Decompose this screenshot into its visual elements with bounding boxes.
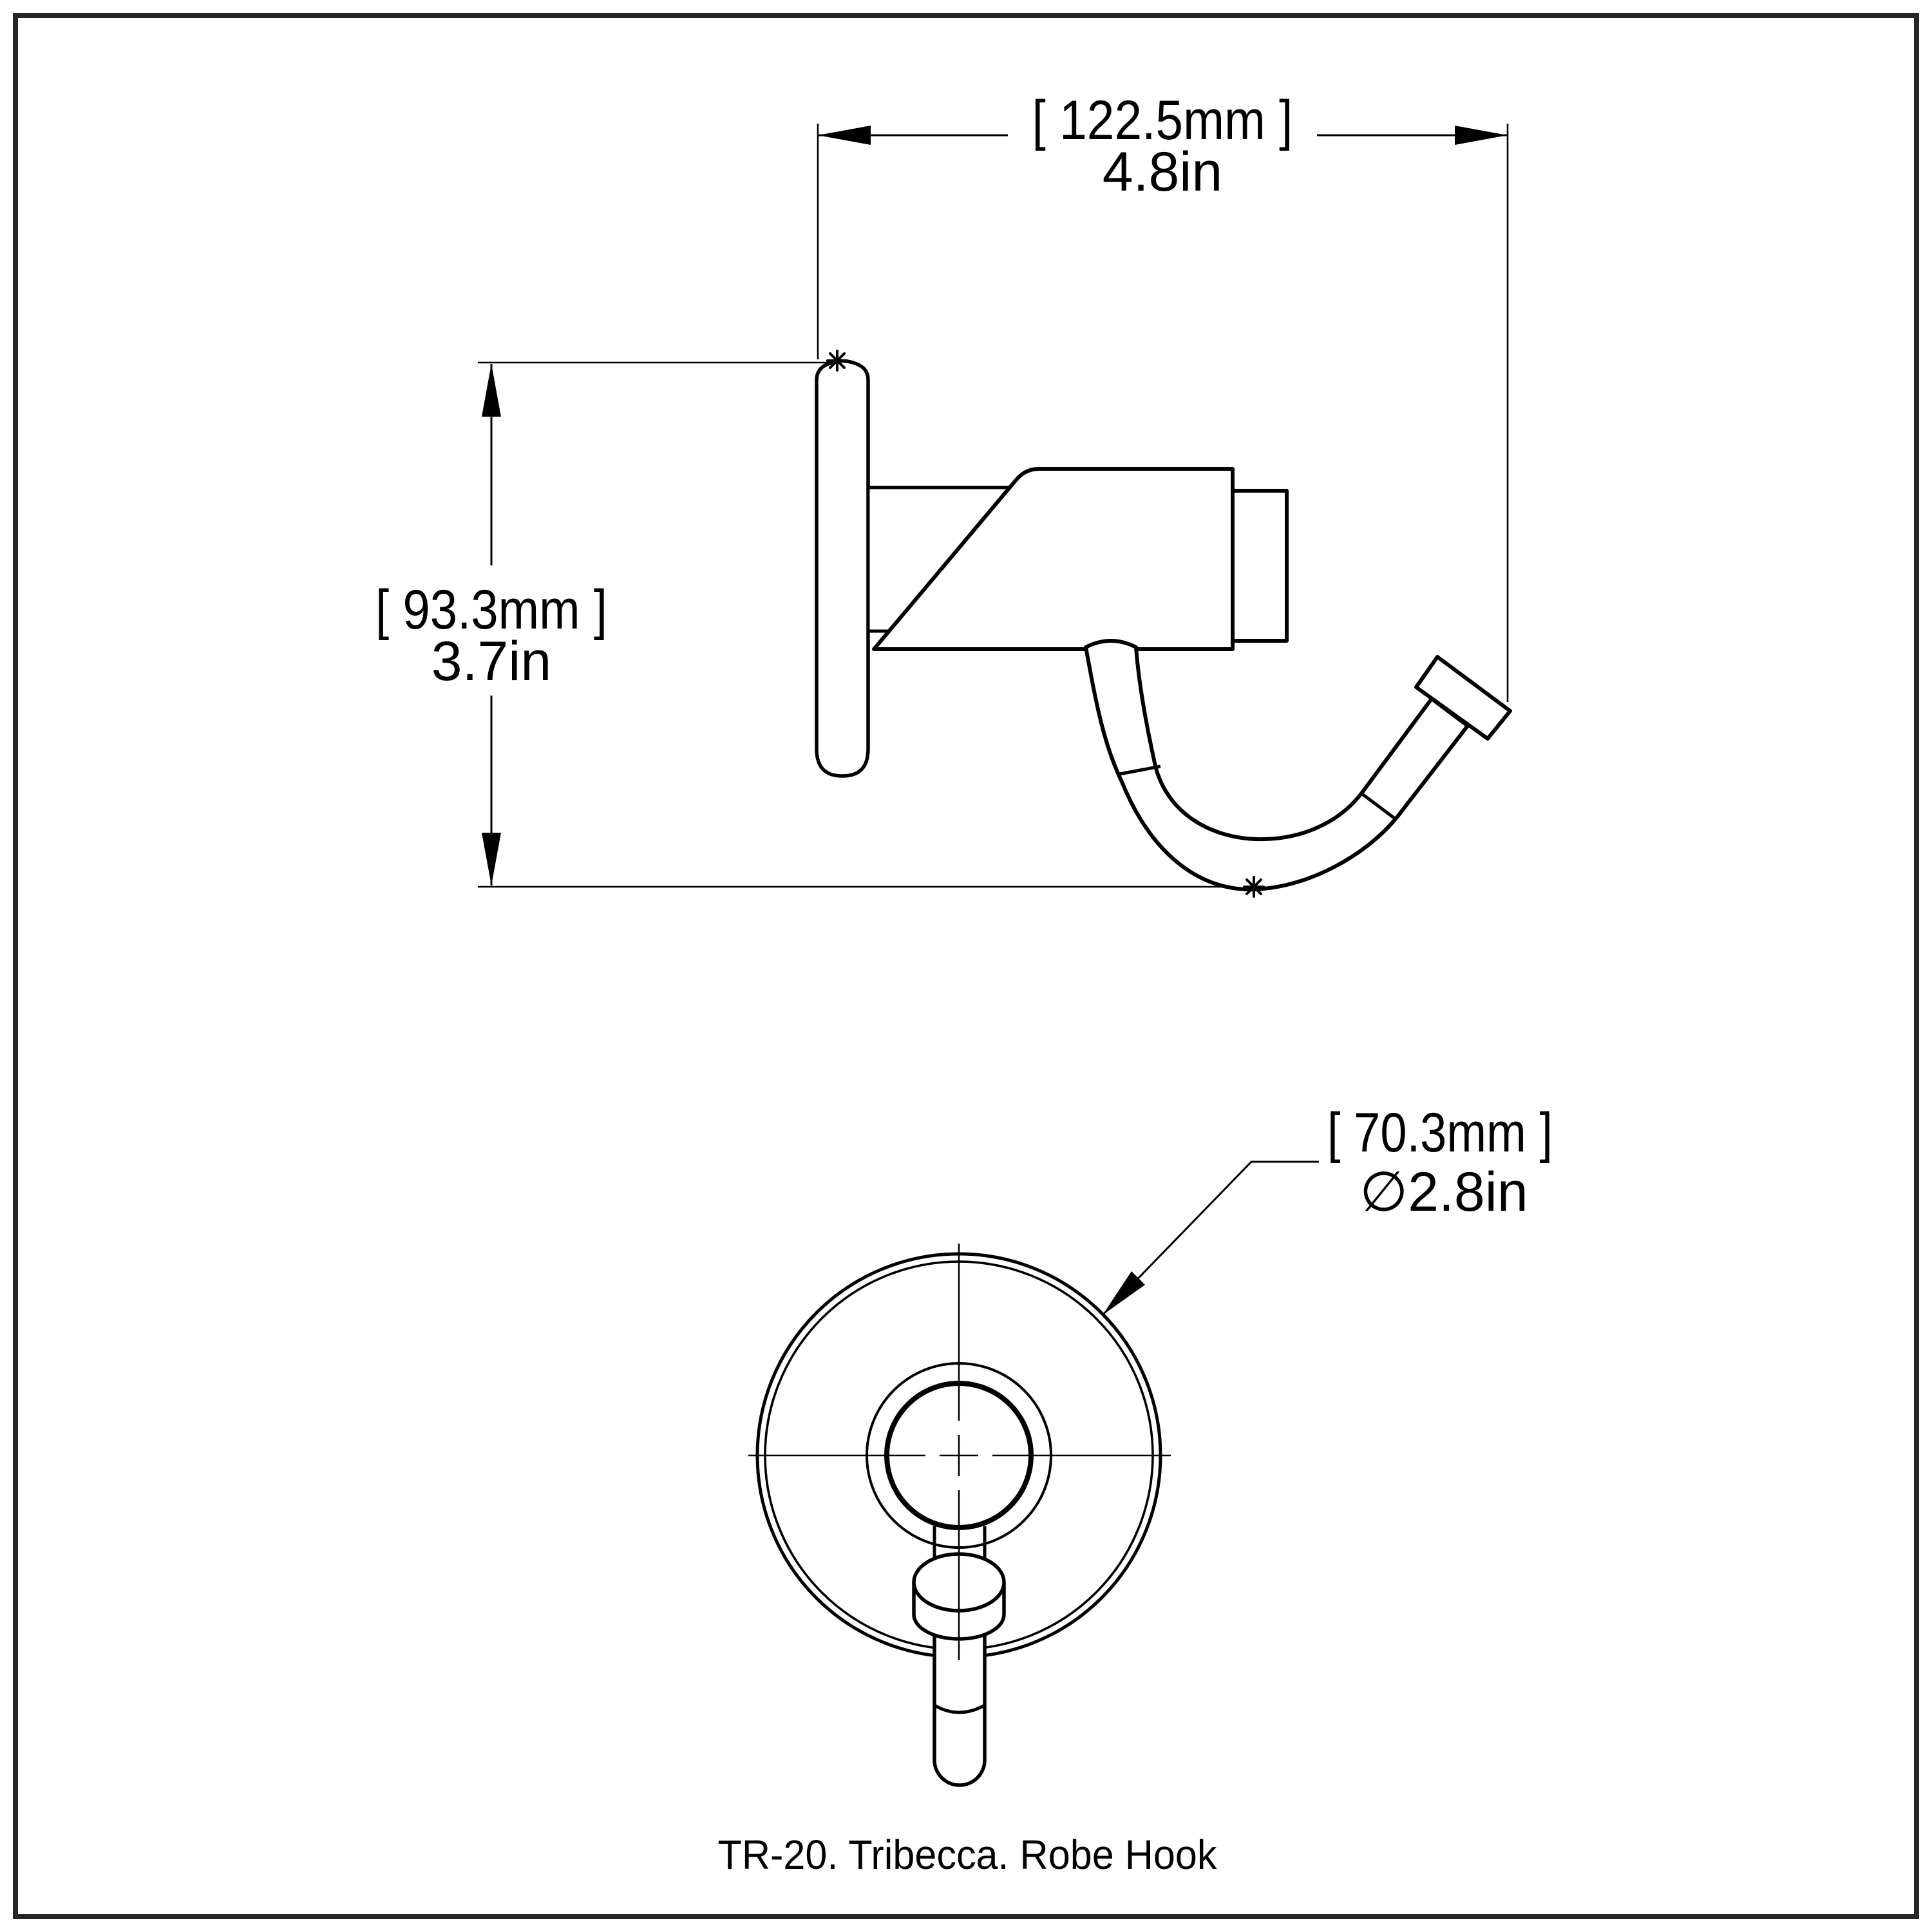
centerlines (748, 1244, 1171, 1660)
hook-joint-line-2 (1360, 792, 1396, 820)
diameter-leader-arrow-icon (1103, 1271, 1145, 1315)
bracket-end-cap (1231, 489, 1289, 643)
wall-plate-profile (815, 359, 870, 778)
hook-joint-line-1 (1119, 764, 1161, 776)
hook-arm (1084, 639, 1470, 892)
hook-tip-cap (1414, 655, 1512, 741)
reference-asterisk-bottom-icon (1243, 876, 1265, 898)
height-dimension-imperial-label: 3.7in (431, 630, 552, 692)
hook-stem (933, 1610, 987, 1787)
height-dimension-metric-label: [ 93.3mm ] (375, 579, 607, 641)
front-view: [ 70.3mm ] ∅2.8in (748, 1102, 1553, 1787)
diameter-leader-line (1101, 1160, 1319, 1316)
reference-asterisk-top-icon (826, 350, 848, 372)
diameter-dimension-metric-label: [ 70.3mm ] (1327, 1102, 1553, 1164)
diameter-dimension-imperial-label: ∅2.8in (1359, 1161, 1528, 1223)
width-arrow-right-icon (1455, 126, 1508, 145)
drawing-caption: TR-20. Tribecca. Robe Hook (718, 1832, 1218, 1878)
width-dimension-metric-label: [ 122.5mm ] (1032, 90, 1293, 151)
robe-hook-side-profile (815, 359, 1512, 892)
bracket-body (872, 467, 1235, 651)
side-view: [ 122.5mm ] 4.8in [ 93.3mm ] 3.7in (375, 90, 1512, 898)
drawing-frame (13, 13, 1919, 1919)
width-dimension-imperial-label: 4.8in (1103, 141, 1223, 203)
height-arrow-down-icon (482, 833, 501, 886)
diameter-dimension: [ 70.3mm ] ∅2.8in (1101, 1102, 1553, 1316)
side-view-dimensions (478, 124, 1509, 888)
width-arrow-left-icon (818, 126, 871, 145)
height-arrow-up-icon (482, 364, 501, 417)
hook-stem-joint-line (933, 1703, 986, 1714)
